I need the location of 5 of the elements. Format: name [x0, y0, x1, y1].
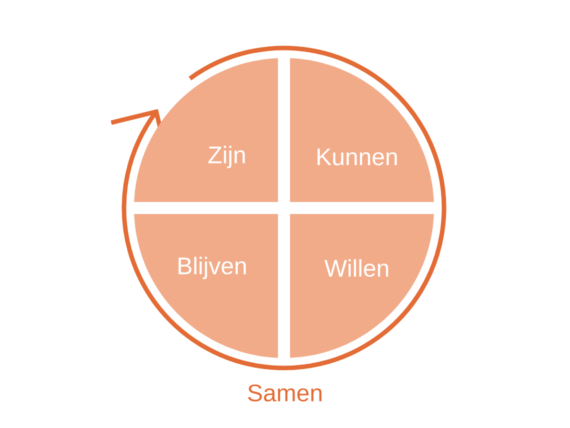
quadrant: Blijven	[134, 214, 278, 358]
quadrant: Willen	[290, 214, 434, 358]
quadrant: Zijn	[134, 58, 278, 202]
heading: Samen	[248, 384, 322, 402]
quadrant: Kunnen	[290, 58, 434, 202]
